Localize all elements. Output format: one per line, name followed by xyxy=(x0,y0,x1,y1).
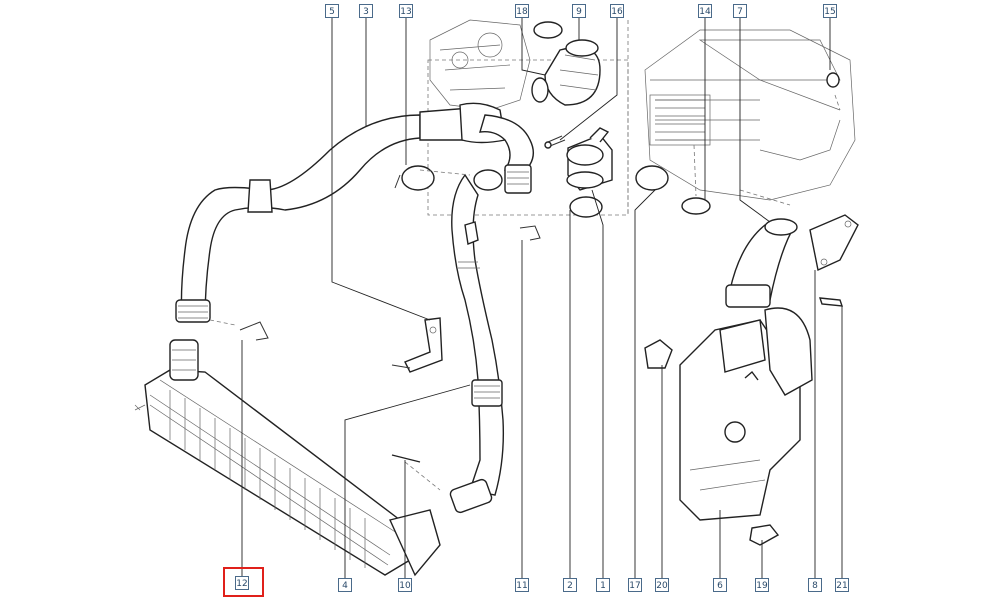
clamp-18 xyxy=(533,21,563,39)
callout-1[interactable]: 1 xyxy=(596,578,610,592)
callout-20[interactable]: 20 xyxy=(655,578,669,592)
callout-11[interactable]: 11 xyxy=(515,578,529,592)
callout-13[interactable]: 13 xyxy=(399,4,413,18)
clip-11 xyxy=(519,225,541,241)
callout-21[interactable]: 21 xyxy=(835,578,849,592)
callout-12[interactable]: 12 xyxy=(235,576,249,590)
callout-18[interactable]: 18 xyxy=(515,4,529,18)
callout-7[interactable]: 7 xyxy=(733,4,747,18)
bracket-5 xyxy=(391,317,443,373)
lower-intake-hose xyxy=(449,169,504,514)
upper-intake-hose xyxy=(175,102,534,323)
clamp-13 xyxy=(401,165,435,191)
intercooler xyxy=(134,339,441,577)
throttle-hose xyxy=(531,39,601,106)
bracket-20 xyxy=(644,339,673,369)
callout-14[interactable]: 14 xyxy=(698,4,712,18)
callout-5[interactable]: 5 xyxy=(325,4,339,18)
leader-lines xyxy=(241,18,843,578)
callout-17[interactable]: 17 xyxy=(628,578,642,592)
engine-right xyxy=(644,29,856,201)
nut-15 xyxy=(826,72,840,88)
hose-clip xyxy=(239,321,269,341)
callout-9[interactable]: 9 xyxy=(572,4,586,18)
air-box xyxy=(679,307,813,521)
callout-3[interactable]: 3 xyxy=(359,4,373,18)
callout-4[interactable]: 4 xyxy=(338,578,352,592)
strap-10 xyxy=(391,454,421,463)
highlight-box-12 xyxy=(223,567,264,597)
callout-8[interactable]: 8 xyxy=(808,578,822,592)
cap-14 xyxy=(681,197,711,215)
callout-15[interactable]: 15 xyxy=(823,4,837,18)
callout-16[interactable]: 16 xyxy=(610,4,624,18)
callout-6[interactable]: 6 xyxy=(713,578,727,592)
clamp-17 xyxy=(635,165,669,191)
air-flow-sensor xyxy=(566,127,613,218)
nut-19 xyxy=(749,524,780,546)
engine-block-top xyxy=(429,19,531,111)
seal-ring-2 xyxy=(569,196,603,218)
bracket-8 xyxy=(809,214,859,307)
callout-2[interactable]: 2 xyxy=(563,578,577,592)
air-duct xyxy=(725,218,798,308)
callout-19[interactable]: 19 xyxy=(755,578,769,592)
callout-10[interactable]: 10 xyxy=(398,578,412,592)
